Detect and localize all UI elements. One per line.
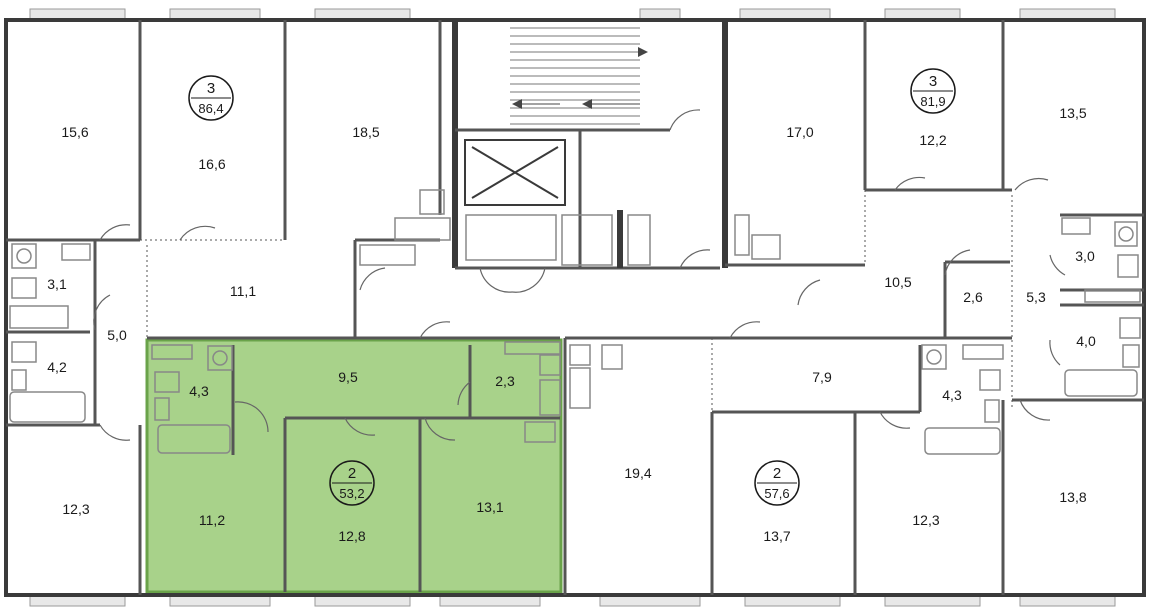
room-area-label: 11,1 (230, 283, 256, 299)
room-area-label: 3,0 (1075, 248, 1095, 264)
room-area-label: 12,3 (62, 501, 89, 517)
room-area-label: 4,2 (47, 359, 67, 375)
room-area-label: 19,4 (624, 465, 651, 481)
outer-walls (4, 18, 1146, 597)
room-area-label: 13,1 (476, 499, 503, 515)
room-area-label: 10,5 (884, 274, 911, 290)
room-area-label: 17,0 (786, 124, 813, 140)
room-area-label: 4,0 (1076, 333, 1096, 349)
badge-area: 53,2 (339, 486, 364, 501)
room-labels: 15,6 16,6 18,5 17,0 12,2 13,5 3,1 11,1 1… (47, 105, 1096, 544)
badge-area: 81,9 (920, 94, 945, 109)
room-area-label: 12,8 (338, 528, 365, 544)
room-area-label: 16,6 (198, 156, 225, 172)
apartment-badge-2-53[interactable]: 2 53,2 (329, 460, 375, 506)
badge-rooms: 3 (929, 73, 937, 90)
staircase (510, 27, 648, 125)
room-area-label: 13,5 (1059, 105, 1086, 121)
room-area-label: 5,0 (107, 327, 127, 343)
room-area-label: 2,6 (963, 289, 983, 305)
badge-area: 86,4 (198, 101, 223, 116)
room-area-label: 4,3 (189, 383, 209, 399)
room-area-label: 12,2 (919, 132, 946, 148)
badge-rooms: 3 (207, 80, 215, 97)
room-area-label: 9,5 (338, 369, 358, 385)
apartment-badge-3-86[interactable]: 3 86,4 (188, 75, 234, 121)
room-area-label: 13,8 (1059, 489, 1086, 505)
badge-area: 57,6 (764, 486, 789, 501)
badge-rooms: 2 (348, 465, 356, 482)
apartment-badge-2-57[interactable]: 2 57,6 (754, 460, 800, 506)
doors (93, 109, 1066, 441)
room-area-label: 3,1 (47, 276, 67, 292)
room-area-label: 2,3 (495, 373, 515, 389)
apartment-badge-3-81[interactable]: 3 81,9 (910, 68, 956, 114)
badge-rooms: 2 (773, 465, 781, 482)
room-area-label: 12,3 (912, 512, 939, 528)
room-area-label: 15,6 (61, 124, 88, 140)
room-area-label: 18,5 (352, 124, 379, 140)
room-area-label: 7,9 (812, 369, 832, 385)
bathroom-fixtures (9, 189, 1141, 455)
windows (29, 8, 1116, 607)
apartment-2-53-highlight[interactable] (145, 338, 563, 594)
room-area-label: 13,7 (763, 528, 790, 544)
room-area-label: 5,3 (1026, 289, 1046, 305)
room-area-label: 4,3 (942, 387, 962, 403)
elevator (464, 139, 566, 206)
room-area-label: 11,2 (199, 512, 225, 528)
